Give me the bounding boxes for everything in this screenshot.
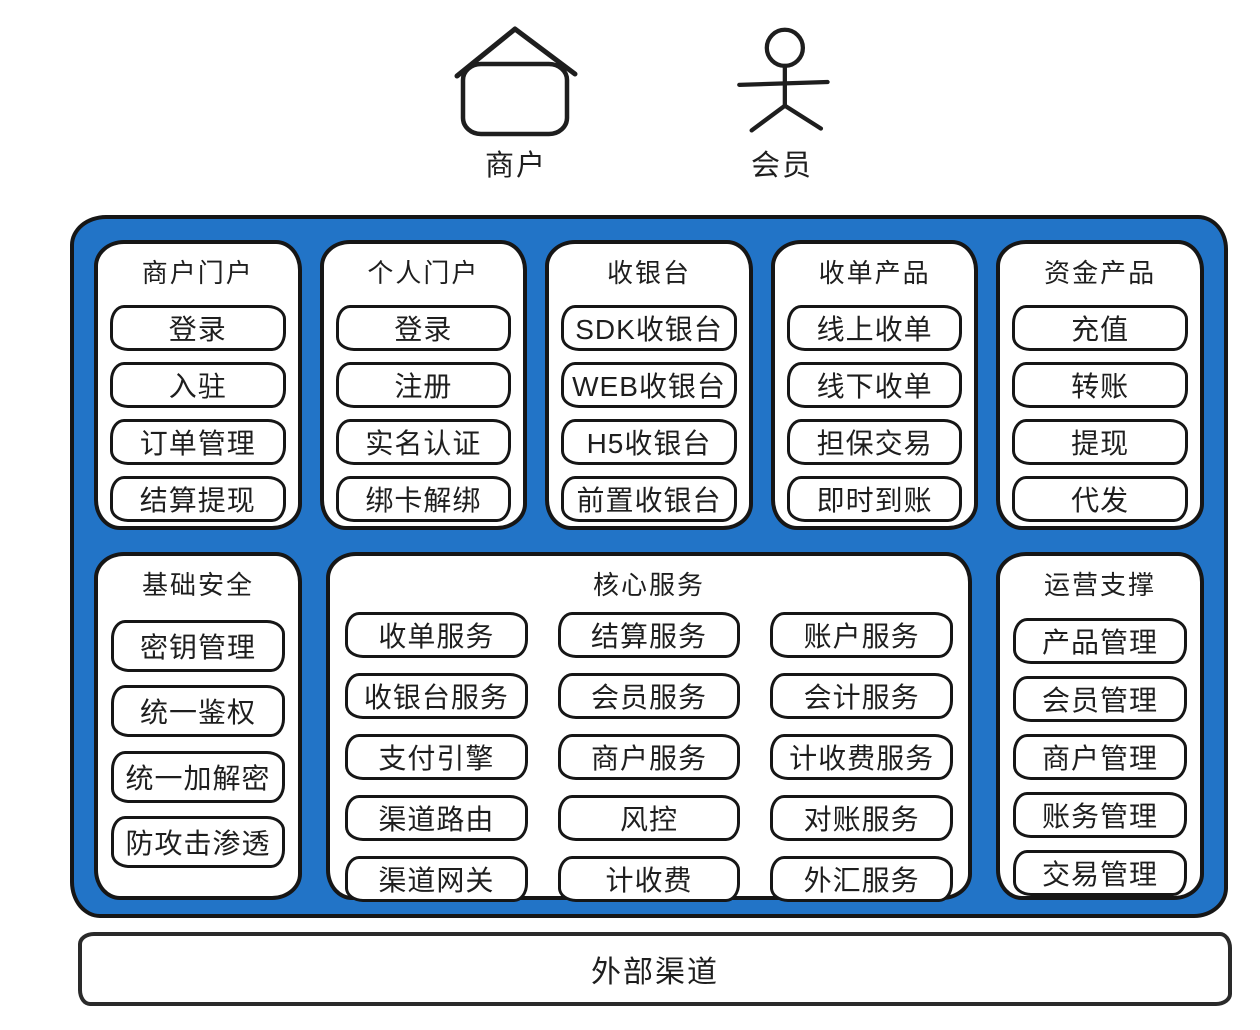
module-button: H5收银台 <box>561 419 737 465</box>
panel-title: 个人门户 <box>367 258 480 288</box>
core-services-column: 账户服务 会计服务 计收费服务 对账服务 外汇服务 <box>770 612 954 902</box>
module-button: 计收费 <box>557 856 741 902</box>
panel-title: 运营支撑 <box>1043 570 1156 600</box>
module-button: 线下收单 <box>786 362 963 408</box>
module-button: 统一鉴权 <box>111 685 285 738</box>
module-button: 收银台服务 <box>345 673 528 719</box>
panel-title: 资金产品 <box>1044 258 1157 288</box>
panel-title: 收银台 <box>606 258 691 288</box>
module-button: 渠道路由 <box>345 795 528 841</box>
module-button: 实名认证 <box>335 419 512 465</box>
module-button: 订单管理 <box>110 419 286 465</box>
module-button: 绑卡解绑 <box>335 476 512 522</box>
module-button: WEB收银台 <box>561 362 737 408</box>
panel-operations-support: 运营支撑 产品管理 会员管理 商户管理 账务管理 交易管理 <box>996 552 1204 900</box>
panel-cashier: 收银台 SDK收银台 WEB收银台 H5收银台 前置收银台 <box>545 240 753 530</box>
module-button: 风控 <box>557 795 741 841</box>
actor-member: 会员 <box>712 26 852 184</box>
module-button: 转账 <box>1012 362 1188 408</box>
panel-personal-portal: 个人门户 登录 注册 实名认证 绑卡解绑 <box>319 240 528 530</box>
module-button: 渠道网关 <box>345 856 528 902</box>
module-button: 交易管理 <box>1013 850 1187 896</box>
module-button: 账户服务 <box>770 612 954 658</box>
module-button: 入驻 <box>110 362 286 408</box>
module-button: 外汇服务 <box>770 856 954 902</box>
external-channels-bar: 外部渠道 <box>78 932 1232 1006</box>
module-button: 密钥管理 <box>111 619 285 672</box>
top-panels-row: 商户门户 登录 入驻 订单管理 结算提现 个人门户 登录 注册 实名认证 绑卡解… <box>94 240 1204 530</box>
core-services-column: 结算服务 会员服务 商户服务 风控 计收费 <box>557 612 741 902</box>
module-button: 充值 <box>1012 305 1188 351</box>
panel-title: 收单产品 <box>818 258 931 288</box>
module-button: 即时到账 <box>786 476 963 522</box>
module-button: 结算提现 <box>110 476 286 522</box>
panel-title: 商户门户 <box>141 258 254 288</box>
panel-funds-products: 资金产品 充值 转账 提现 代发 <box>996 240 1204 530</box>
module-button: 会员服务 <box>557 673 741 719</box>
merchant-label: 商户 <box>484 150 547 182</box>
module-button: 提现 <box>1012 419 1188 465</box>
core-services-column: 收单服务 收银台服务 支付引擎 渠道路由 渠道网关 <box>345 612 528 902</box>
member-label: 会员 <box>750 150 813 182</box>
panel-title: 基础安全 <box>141 570 254 600</box>
module-button: 产品管理 <box>1013 618 1187 664</box>
module-button: 前置收银台 <box>561 476 737 522</box>
module-button: 计收费服务 <box>770 734 954 780</box>
core-services-grid: 收单服务 收银台服务 支付引擎 渠道路由 渠道网关 结算服务 会员服务 商户服务… <box>345 612 954 902</box>
module-button: 统一加解密 <box>111 750 285 803</box>
module-button: 商户管理 <box>1013 734 1187 780</box>
house-icon <box>454 26 578 137</box>
module-button: SDK收银台 <box>561 305 737 351</box>
module-button: 登录 <box>110 305 286 351</box>
panel-merchant-portal: 商户门户 登录 入驻 订单管理 结算提现 <box>94 240 302 530</box>
module-button: 支付引擎 <box>345 734 528 780</box>
module-button: 会员管理 <box>1013 676 1187 722</box>
bottom-panels-row: 基础安全 密钥管理 统一鉴权 统一加解密 防攻击渗透 核心服务 收单服务 收银台… <box>94 552 1204 902</box>
actor-merchant: 商户 <box>438 24 594 184</box>
module-button: 收单服务 <box>345 612 528 658</box>
module-button: 账务管理 <box>1013 792 1187 838</box>
panel-core-services: 核心服务 收单服务 收银台服务 支付引擎 渠道路由 渠道网关 结算服务 会员服务… <box>326 552 972 902</box>
external-channels-label: 外部渠道 <box>591 956 719 989</box>
person-icon <box>737 27 830 133</box>
module-button: 担保交易 <box>786 419 963 465</box>
module-button: 商户服务 <box>557 734 741 780</box>
module-button: 登录 <box>335 305 512 351</box>
module-button: 会计服务 <box>770 673 954 719</box>
panel-basic-security: 基础安全 密钥管理 统一鉴权 统一加解密 防攻击渗透 <box>94 552 302 900</box>
module-button: 代发 <box>1012 476 1188 522</box>
module-button: 线上收单 <box>786 305 963 351</box>
module-button: 对账服务 <box>770 795 954 841</box>
module-button: 防攻击渗透 <box>111 816 285 869</box>
panel-acquiring-products: 收单产品 线上收单 线下收单 担保交易 即时到账 <box>770 240 979 530</box>
platform-container: 商户门户 登录 入驻 订单管理 结算提现 个人门户 登录 注册 实名认证 绑卡解… <box>70 215 1228 918</box>
module-button: 结算服务 <box>557 612 741 658</box>
module-button: 注册 <box>335 362 512 408</box>
panel-title: 核心服务 <box>592 570 705 600</box>
